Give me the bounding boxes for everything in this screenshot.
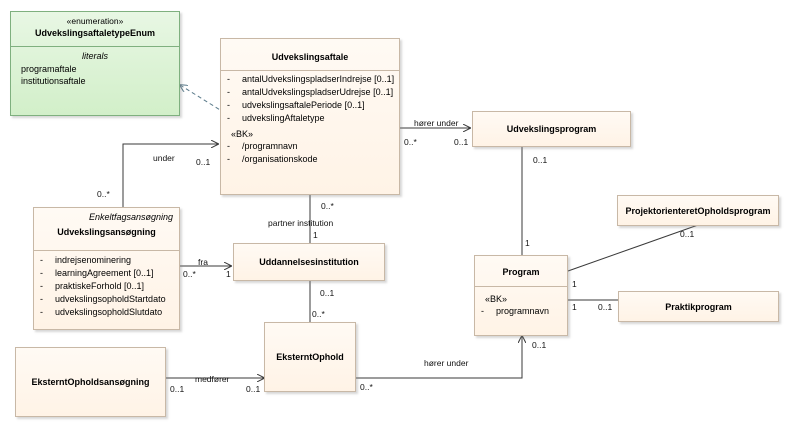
class-uddannelsesinstitution[interactable]: Uddannelsesinstitution: [233, 243, 385, 281]
multiplicity: 0..*: [360, 382, 373, 392]
class-name: Udvekslingsansøgning: [57, 227, 156, 237]
attribute-row: -udvekslingsaftalePeriode [0..1]: [227, 100, 365, 110]
multiplicity: 0..*: [404, 137, 417, 147]
attribute-row: -indrejsenominering: [40, 255, 132, 265]
edge-label-medfoerer: medfører: [195, 374, 230, 384]
class-program[interactable]: Program «BK» -programnavn: [474, 255, 568, 336]
class-udvekslingsansoegning[interactable]: Enkeltfagsansøgning Udvekslingsansøgning…: [33, 207, 180, 330]
literals-title: literals: [81, 51, 108, 61]
class-name: ProjektorienteretOpholdsprogram: [625, 205, 771, 216]
multiplicity: 1: [525, 238, 530, 248]
multiplicity: 0..1: [246, 384, 261, 394]
class-name: EksterntOphold: [276, 352, 344, 362]
edge-label-hoerer-under: hører under: [414, 118, 459, 128]
multiplicity: 0..*: [321, 201, 334, 211]
attribute-row: -learningAgreement [0..1]: [40, 268, 154, 278]
multiplicity: 1: [226, 269, 231, 279]
class-name: UdvekslingsaftaletypeEnum: [34, 28, 156, 38]
class-eksterntopholdsansoegning[interactable]: EksterntOpholdsansøgning: [15, 347, 166, 417]
compartment-divider: [11, 46, 179, 47]
class-name: Program: [502, 267, 540, 277]
multiplicity: 1: [313, 230, 318, 240]
class-name: Udvekslingsaftale: [271, 52, 349, 62]
multiplicity: 1: [572, 279, 577, 289]
attribute-row: -antalUdvekslingspladserUdrejse [0..1]: [227, 87, 394, 97]
class-name: Uddannelsesinstitution: [259, 257, 359, 267]
multiplicity: 0..*: [183, 269, 196, 279]
attribute-row: -udvekslingsopholdSlutdato: [40, 307, 163, 317]
compartment-divider: [34, 250, 179, 251]
class-name: Praktikprogram: [665, 301, 732, 312]
bk-attribute-row: -/programnavn: [227, 141, 298, 151]
bk-stereotype-label: «BK»: [485, 294, 508, 304]
class-udvekslingsprogram[interactable]: Udvekslingsprogram: [472, 111, 631, 147]
multiplicity: 1: [572, 302, 577, 312]
class-stereotype: «enumeration»: [66, 16, 124, 26]
edge-ansoegning-aftale: [122, 144, 218, 207]
class-udvekslingsaftaletype-enum[interactable]: «enumeration» UdvekslingsaftaletypeEnum …: [10, 11, 180, 116]
multiplicity: 0..*: [97, 189, 110, 199]
attribute-row: -udvekslingsopholdStartdato: [40, 294, 166, 304]
attribute-row: -praktiskeForhold [0..1]: [40, 281, 145, 291]
compartment-divider: [475, 286, 567, 287]
attribute-row: -antalUdvekslingspladserIndrejse [0..1]: [227, 74, 395, 84]
multiplicity: 0..1: [533, 155, 548, 165]
class-projektorienteret-opholdsprogram[interactable]: ProjektorienteretOpholdsprogram: [617, 195, 779, 226]
class-name: EksterntOpholdsansøgning: [31, 377, 150, 387]
enum-literal: programaftale: [21, 64, 77, 74]
class-name: Udvekslingsprogram: [506, 124, 597, 134]
edge-label-hoerer-under: hører under: [424, 358, 469, 368]
class-udvekslingsaftale[interactable]: Udvekslingsaftale -antalUdvekslingsplads…: [220, 38, 400, 195]
compartment-divider: [221, 70, 399, 71]
edge-label-fra: fra: [198, 257, 208, 267]
multiplicity: 0..1: [532, 340, 547, 350]
edge-dependency-enum: [180, 85, 226, 114]
multiplicity: 0..*: [312, 309, 325, 319]
enum-literal: institutionsaftale: [21, 76, 86, 86]
multiplicity: 0..1: [680, 229, 695, 239]
multiplicity: 0..1: [598, 302, 613, 312]
multiplicity: 0..1: [170, 384, 185, 394]
class-eksterntophold[interactable]: EksterntOphold: [264, 322, 356, 392]
class-stereotype: Enkeltfagsansøgning: [88, 212, 173, 222]
multiplicity: 0..1: [320, 288, 335, 298]
bk-attribute-row: -/organisationskode: [227, 154, 318, 164]
edge-label-partner-institution: partner institution: [268, 218, 334, 228]
edge-label-under: under: [153, 153, 175, 163]
bk-stereotype-label: «BK»: [231, 129, 254, 139]
class-praktikprogram[interactable]: Praktikprogram: [618, 291, 779, 322]
edge-program-projekt: [567, 224, 699, 272]
edge-ophold-program: [356, 336, 522, 379]
bk-attribute-row: -programnavn: [481, 306, 550, 316]
multiplicity: 0..1: [454, 137, 469, 147]
multiplicity: 0..1: [196, 157, 211, 167]
attribute-row: -udvekslingAftaletype: [227, 113, 325, 123]
